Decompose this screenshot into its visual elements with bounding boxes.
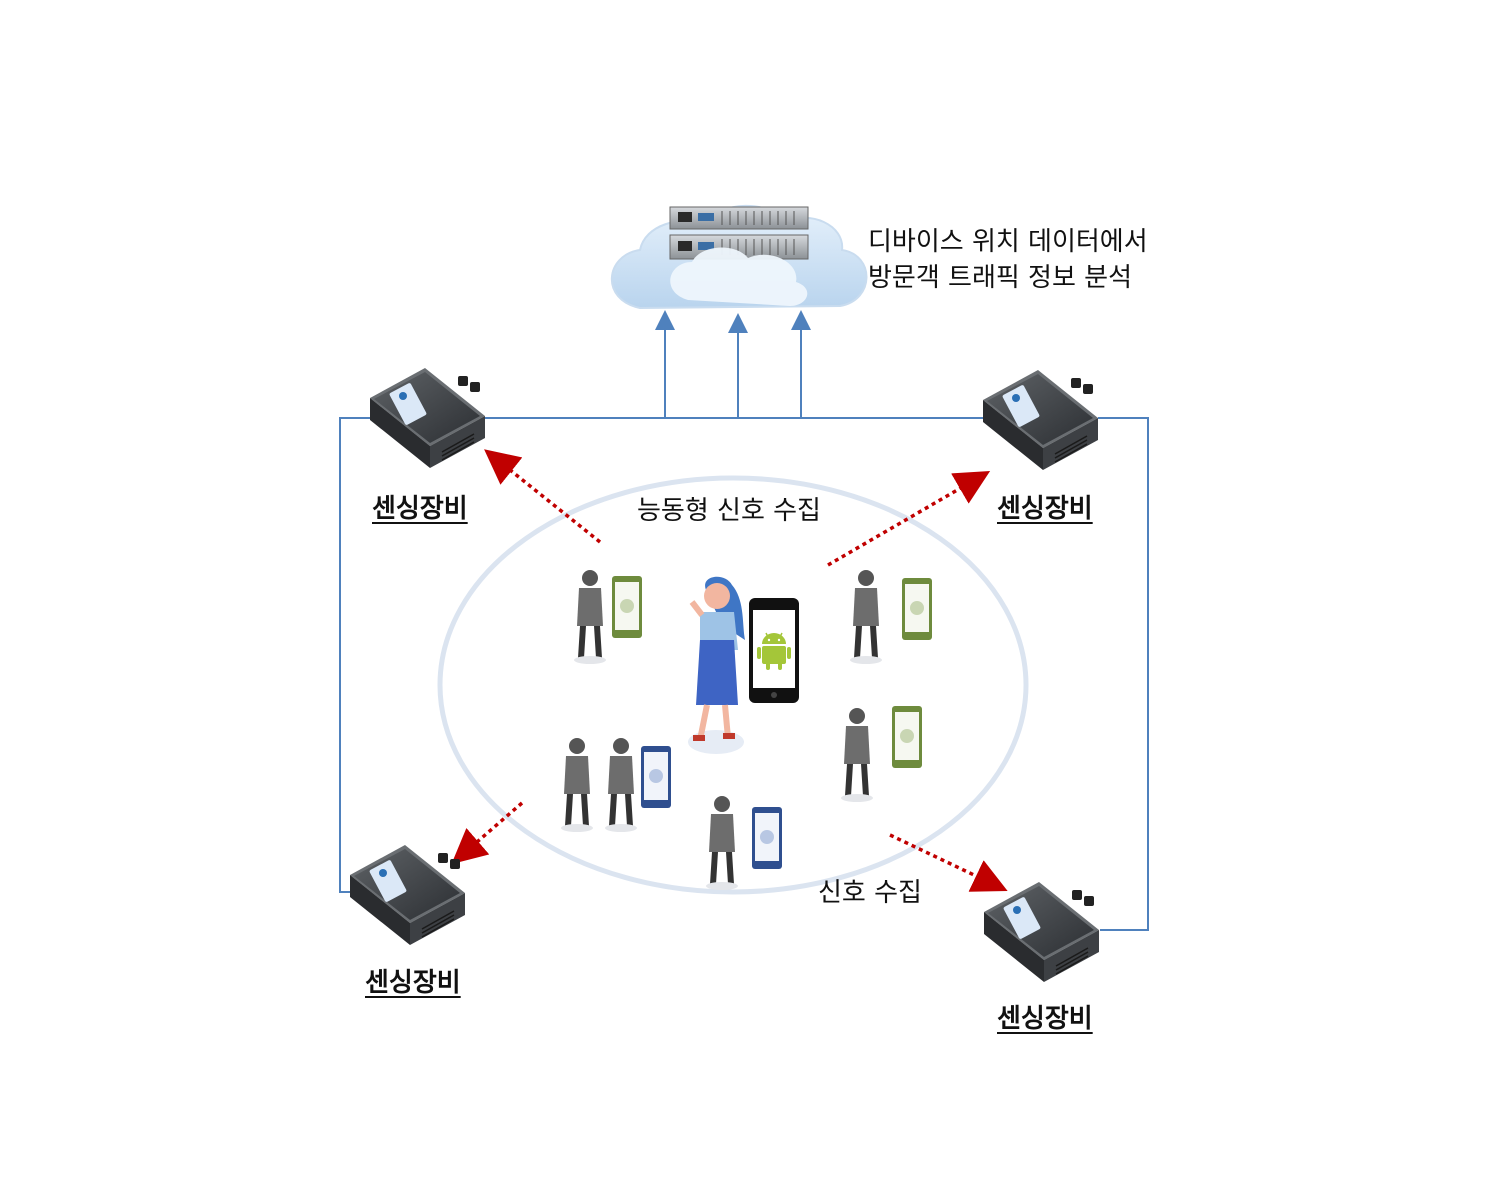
active-signal-label: 능동형 신호 수집 xyxy=(637,496,821,526)
cloud-caption-line1: 디바이스 위치 데이터에서 xyxy=(868,227,1148,257)
person-icon xyxy=(850,570,882,664)
sensor-label-top-left: 센싱장비 xyxy=(372,494,468,524)
cloud-caption: 디바이스 위치 데이터에서 방문객 트래픽 정보 분석 xyxy=(868,224,1148,296)
person-icon xyxy=(688,576,745,754)
apple-phone-green xyxy=(612,576,642,638)
apple-phone-green xyxy=(902,578,932,640)
sensor-label-top-right: 센싱장비 xyxy=(997,494,1093,524)
apple-phone-blue xyxy=(752,807,782,869)
sensor-device-icon xyxy=(982,369,1099,471)
apple-phone-blue xyxy=(641,746,671,808)
android-icon xyxy=(757,632,791,670)
signal-area-ellipse xyxy=(437,475,1029,895)
person-icon xyxy=(841,708,873,802)
person-icon xyxy=(574,570,606,664)
sensor-device-icon xyxy=(349,844,466,946)
person-icon xyxy=(561,738,593,832)
apple-phone-green xyxy=(892,706,922,768)
sensor-label-bottom-left: 센싱장비 xyxy=(365,968,461,998)
sensor-device-icon xyxy=(369,367,486,469)
server-cloud-icon xyxy=(610,204,868,310)
android-phone xyxy=(749,598,799,703)
sensor-device-icon xyxy=(983,881,1100,983)
person-icon xyxy=(706,796,738,890)
signal-arrows xyxy=(451,449,1008,892)
network-connectors xyxy=(339,310,1149,931)
person-icon xyxy=(605,738,637,832)
sensor-label-bottom-right: 센싱장비 xyxy=(997,1004,1093,1034)
passive-signal-label: 신호 수집 xyxy=(818,878,922,908)
cloud-caption-line2: 방문객 트래픽 정보 분석 xyxy=(868,263,1132,293)
